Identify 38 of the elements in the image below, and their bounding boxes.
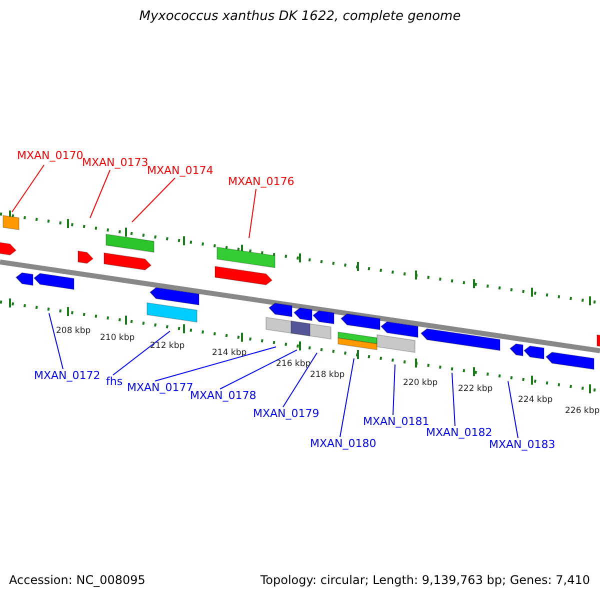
genome-summary: Topology: circular; Length: 9,139,763 bp; Genes: 7,410 [260, 574, 590, 588]
scale-label: 214 kbp [212, 349, 247, 359]
gene-label: MXAN_0176 [228, 176, 294, 189]
scale-label: 222 kbp [458, 385, 493, 395]
leader-line [154, 346, 276, 382]
title: Myxococcus xanthus DK 1622, complete genome [138, 10, 462, 25]
accession-note: Accession: NC_008095 [9, 574, 146, 588]
scale-label: 210 kbp [100, 334, 135, 344]
gene-label: MXAN_0173 [82, 157, 148, 170]
gene-label: MXAN_0179 [253, 408, 320, 421]
leader-line [90, 170, 110, 218]
gene-label: MXAN_0182 [426, 427, 492, 440]
scale-label: 220 kbp [403, 379, 438, 389]
leader-line [112, 330, 170, 376]
gene-label: MXAN_0174 [147, 165, 214, 178]
gene-label: MXAN_0180 [310, 438, 376, 451]
gene-label: MXAN_0172 [34, 370, 100, 383]
scale-label: 224 kbp [518, 396, 553, 406]
gene-label: MXAN_0183 [489, 439, 556, 452]
scale-label: 212 kbp [150, 342, 185, 352]
scale-label: 208 kbp [56, 327, 91, 337]
leader-line [248, 188, 256, 238]
leader-line [452, 372, 456, 426]
scale-label: 216 kbp [276, 360, 311, 370]
gene-label: MXAN_0170 [17, 150, 84, 163]
gene-label: MXAN_0181 [363, 416, 430, 429]
gene-label: MXAN_0178 [190, 390, 256, 403]
leader-line [392, 364, 396, 416]
leader-line [220, 349, 298, 390]
scale-label: 226 kbp [565, 407, 600, 417]
leader-line [48, 312, 64, 370]
leader-line [12, 164, 44, 212]
leader-line [340, 358, 354, 438]
leader-line [132, 178, 176, 222]
gene-label: fhs [106, 376, 123, 389]
scale-label: 218 kbp [310, 371, 345, 381]
leader-line [508, 380, 518, 438]
leader-line [282, 352, 318, 408]
